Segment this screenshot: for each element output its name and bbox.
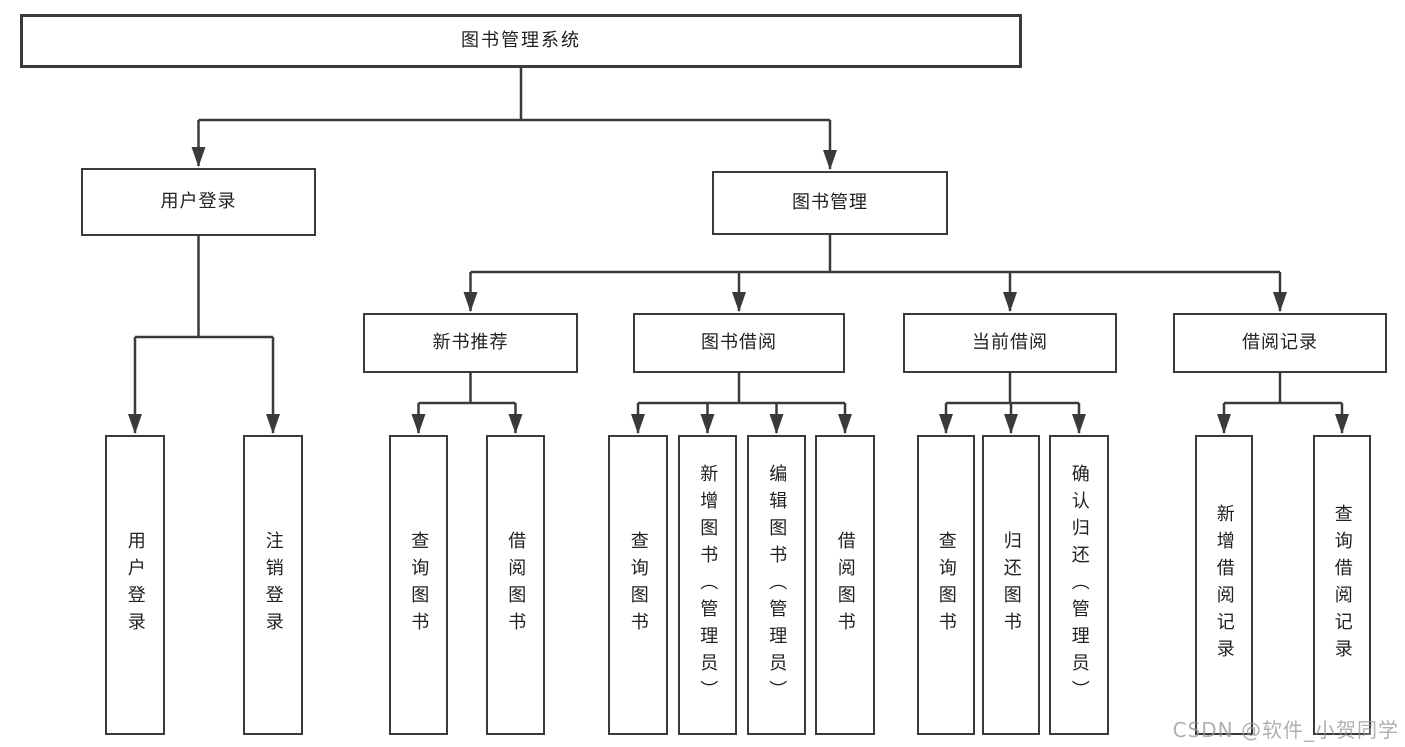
leaf-query-books-borrowing-label: 查询图书	[627, 531, 649, 639]
leaf-add-book-admin-label: 新增图书（管理员）	[697, 463, 719, 707]
leaf-logout-label: 注销登录	[262, 531, 284, 639]
arrow-connectors	[128, 120, 1349, 434]
leaf-borrow-books-recommend-label: 借阅图书	[505, 531, 527, 639]
leaf-edit-book-admin-label: 编辑图书（管理员）	[766, 463, 788, 707]
leaf-confirm-return-admin-label: 确认归还（管理员）	[1068, 463, 1090, 707]
node-new-book-recommendation: 新书推荐	[363, 313, 578, 373]
leaf-add-borrow-record: 新增借阅记录	[1195, 435, 1253, 735]
node-book-borrowing: 图书借阅	[633, 313, 845, 373]
node-borrowing-records: 借阅记录	[1173, 313, 1387, 373]
leaf-user-login: 用户登录	[105, 435, 165, 735]
node-book-management: 图书管理	[712, 171, 948, 235]
leaf-confirm-return-admin: 确认归还（管理员）	[1049, 435, 1109, 735]
leaf-return-book: 归还图书	[982, 435, 1040, 735]
leaf-edit-book-admin: 编辑图书（管理员）	[747, 435, 806, 735]
leaf-add-borrow-record-label: 新增借阅记录	[1213, 504, 1235, 666]
leaf-query-books-recommend: 查询图书	[389, 435, 448, 735]
node-user-login: 用户登录	[81, 168, 316, 236]
node-library-management-system: 图书管理系统	[20, 14, 1022, 68]
leaf-return-book-label: 归还图书	[1000, 531, 1022, 639]
leaf-add-book-admin: 新增图书（管理员）	[678, 435, 737, 735]
leaf-query-books-current-label: 查询图书	[935, 531, 957, 639]
leaf-query-borrow-record-label: 查询借阅记录	[1331, 504, 1353, 666]
node-current-borrowing: 当前借阅	[903, 313, 1117, 373]
watermark-text: CSDN @软件_小贺同学	[1172, 718, 1399, 742]
leaf-borrow-books-recommend: 借阅图书	[486, 435, 545, 735]
leaf-user-login-label: 用户登录	[124, 531, 146, 639]
leaf-query-books-recommend-label: 查询图书	[408, 531, 430, 639]
leaf-borrow-books-borrowing-label: 借阅图书	[834, 531, 856, 639]
leaf-query-books-borrowing: 查询图书	[608, 435, 668, 735]
leaf-logout: 注销登录	[243, 435, 303, 735]
leaf-borrow-books-borrowing: 借阅图书	[815, 435, 875, 735]
leaf-query-borrow-record: 查询借阅记录	[1313, 435, 1371, 735]
leaf-query-books-current: 查询图书	[917, 435, 975, 735]
